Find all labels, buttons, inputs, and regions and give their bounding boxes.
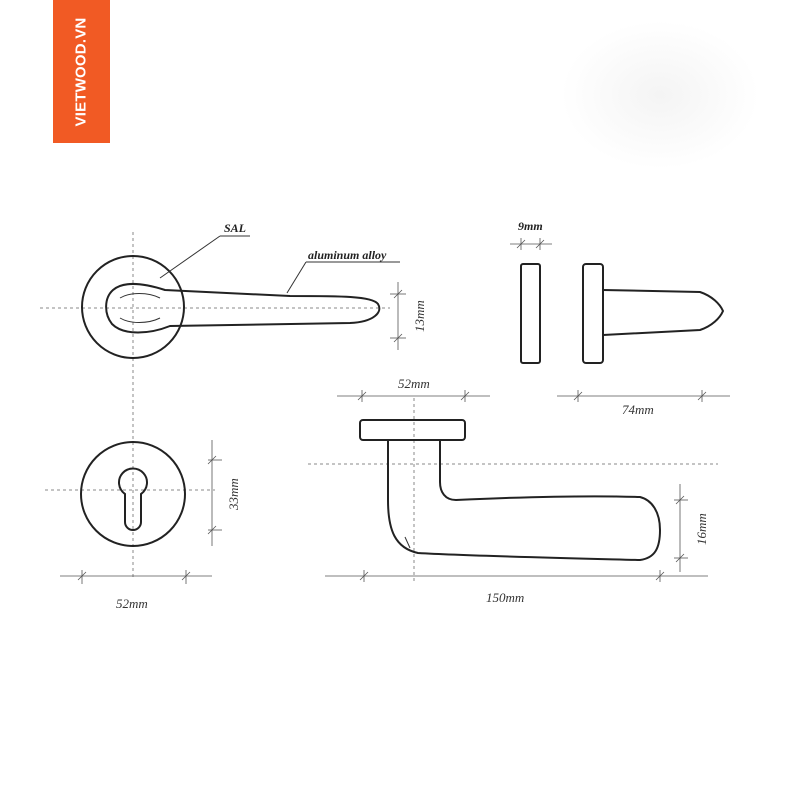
side-view: 9mm 74mm	[510, 219, 730, 417]
base-plate-top	[359, 419, 466, 441]
front-view-lever: SAL aluminum alloy 13mm	[40, 221, 427, 580]
keyhole-rose-view: 33mm 52mm	[45, 440, 241, 611]
dim-150mm-label: 150mm	[486, 590, 524, 605]
lever-neck-detail	[119, 293, 161, 323]
lever-outline	[105, 283, 381, 334]
dim-52mm-rose-label: 52mm	[116, 596, 148, 611]
lever-edge-detail	[404, 536, 411, 549]
sal-leader-line	[159, 235, 221, 279]
background-glare	[560, 20, 760, 170]
dim-74mm-label: 74mm	[622, 402, 654, 417]
material-leader-line	[286, 261, 307, 294]
dim-13mm-label: 13mm	[412, 300, 427, 332]
dim-16mm-label: 16mm	[694, 513, 709, 545]
lever-rose-side	[582, 263, 604, 364]
rose-outline	[81, 255, 185, 359]
keyhole-rose-outline	[80, 441, 186, 547]
sal-label: SAL	[224, 221, 246, 235]
brand-badge: VIETWOOD.VN	[53, 0, 110, 143]
dim-52mm-base-label: 52mm	[398, 376, 430, 391]
material-label: aluminum alloy	[308, 248, 387, 262]
rose-plate-side	[520, 263, 541, 364]
lever-outline-top	[387, 440, 662, 562]
dim-9mm-label: 9mm	[518, 219, 543, 233]
lever-profile-side	[602, 289, 725, 336]
keyhole-outline	[118, 467, 148, 531]
top-view: 52mm 150mm 16mm	[308, 376, 718, 605]
dim-33mm-label: 33mm	[226, 478, 241, 511]
